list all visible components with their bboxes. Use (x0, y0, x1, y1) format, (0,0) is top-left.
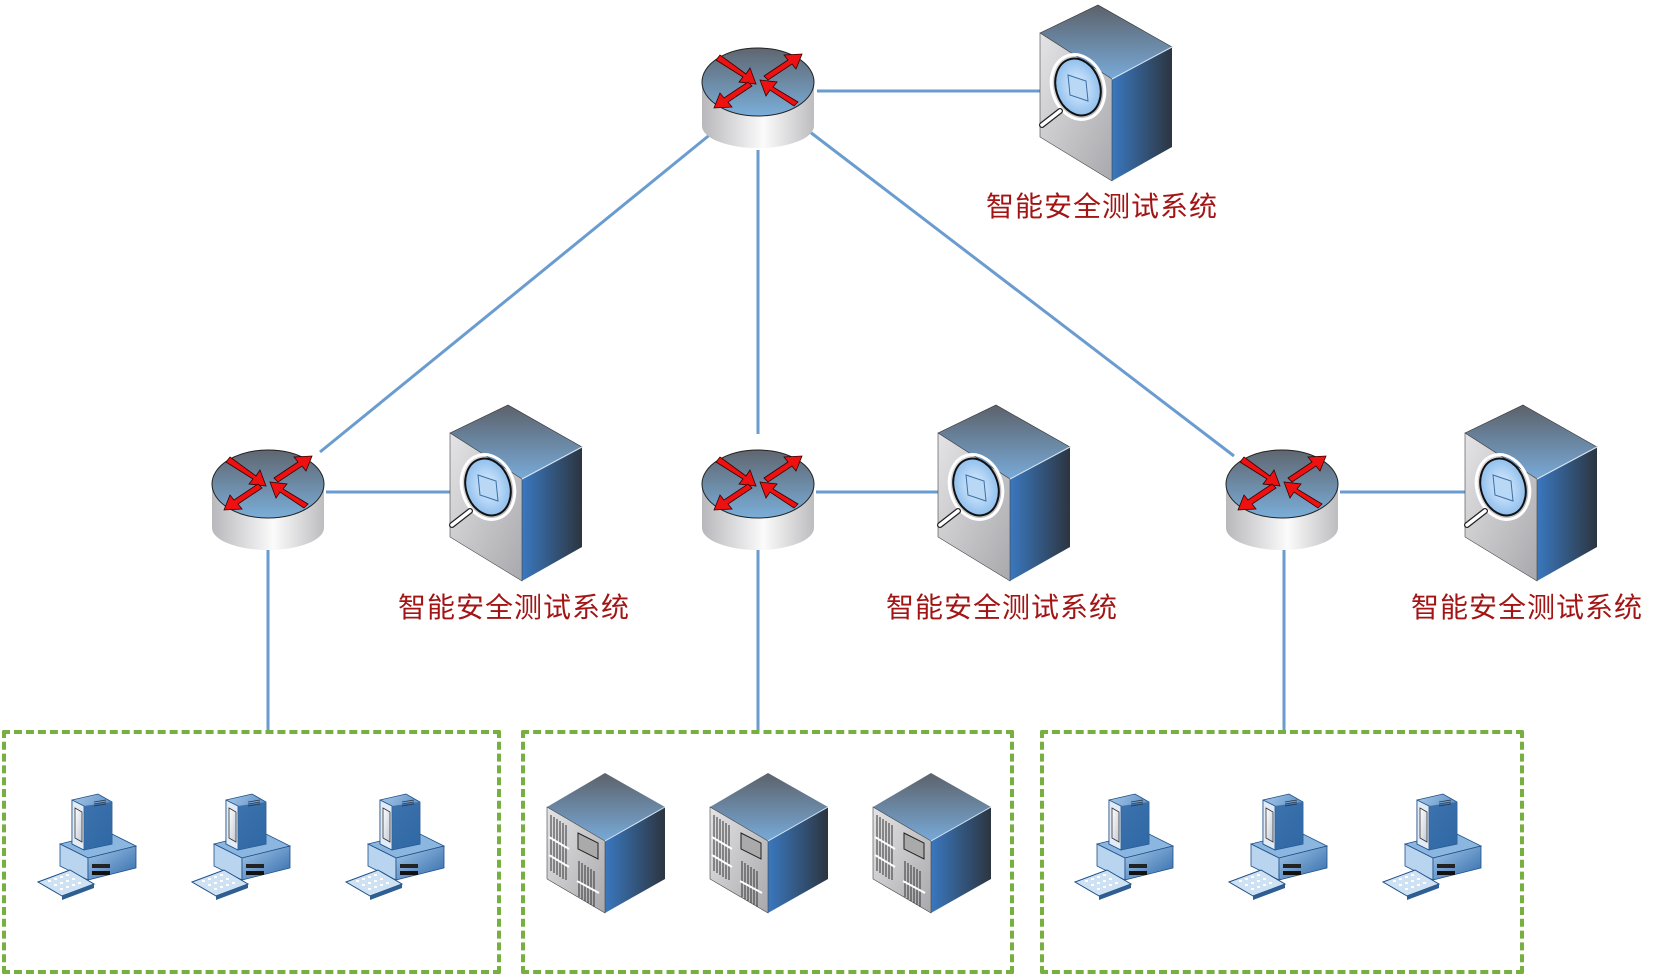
zone-left-workstations (2, 730, 501, 974)
link-core-router-to-router-right (809, 130, 1235, 458)
tester-right-icon[interactable] (1465, 405, 1597, 581)
core-tester-label: 智能安全测试系统 (986, 190, 1219, 223)
tester-middle-label: 智能安全测试系统 (886, 591, 1119, 624)
router-middle-icon[interactable] (701, 449, 815, 551)
tester-middle-icon[interactable] (938, 405, 1070, 581)
links (266, 89, 1465, 732)
zone-middle-servers (521, 730, 1014, 974)
zone-right-workstations (1040, 730, 1524, 974)
router-right-icon[interactable] (1225, 449, 1339, 551)
core-tester-icon[interactable] (1040, 5, 1172, 181)
core-router-icon[interactable] (701, 47, 815, 149)
tester-left-icon[interactable] (450, 405, 582, 581)
router-left-icon[interactable] (211, 449, 325, 551)
tester-right-label: 智能安全测试系统 (1411, 591, 1644, 624)
link-core-router-to-router-left (319, 131, 713, 454)
tester-left-label: 智能安全测试系统 (398, 591, 631, 624)
